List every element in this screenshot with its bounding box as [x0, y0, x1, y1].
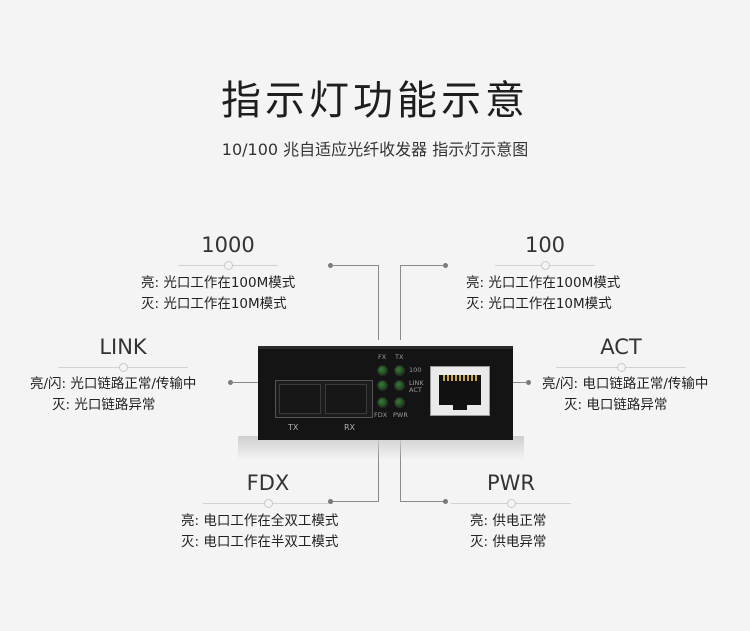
desc-act-off: 灭: 电口链路异常	[564, 397, 668, 413]
led-pwr-label: PWR	[393, 411, 408, 419]
callout-1000-dot	[328, 263, 333, 268]
desc-link-on: 亮/闪: 光口链路正常/传输中	[30, 376, 197, 392]
callout-fdx-h	[331, 501, 379, 502]
rj45-ethernet-port	[430, 366, 490, 416]
label-link-divider	[58, 363, 188, 373]
led-1000	[377, 365, 388, 376]
page-subtitle: 10/100 兆自适应光纤收发器 指示灯示意图	[221, 140, 529, 159]
callout-link-dot	[228, 380, 233, 385]
label-1000: 1000	[201, 233, 255, 257]
desc-act-on: 亮/闪: 电口链路正常/传输中	[542, 376, 709, 392]
callout-pwr-dot	[443, 499, 448, 504]
led-tx-label: TX	[395, 353, 404, 361]
label-100-divider	[495, 261, 595, 271]
led-act-label: ACT	[409, 386, 422, 394]
callout-1000-h	[331, 265, 379, 266]
page-title: 指示灯功能示意	[221, 78, 529, 124]
sfp-rx-label: RX	[344, 423, 356, 432]
led-fdx	[377, 397, 388, 408]
callout-fdx-v	[378, 426, 379, 502]
fiber-sfp-port	[275, 380, 373, 418]
label-1000-divider	[178, 261, 278, 271]
fiber-tx-slot	[279, 384, 321, 414]
desc-fdx-on: 亮: 电口工作在全双工模式	[181, 513, 339, 529]
desc-1000-on: 亮: 光口工作在100M模式	[141, 275, 296, 291]
label-act-divider	[556, 363, 686, 373]
label-fdx: FDX	[246, 471, 290, 495]
led-link-label: LINK	[409, 379, 424, 387]
label-pwr: PWR	[486, 471, 536, 495]
callout-pwr-h	[400, 501, 445, 502]
desc-100-off: 灭: 光口工作在10M模式	[466, 296, 612, 312]
callout-act-dot	[526, 380, 531, 385]
desc-fdx-off: 灭: 电口工作在半双工模式	[181, 534, 339, 550]
media-converter-front-panel: TX RX FX TX 100 LINK ACT FDX PWR	[258, 346, 513, 440]
device-shadow	[238, 436, 524, 460]
callout-100-v	[400, 265, 401, 340]
led-pwr	[394, 397, 405, 408]
callout-fdx-dot	[328, 499, 333, 504]
label-act: ACT	[600, 335, 642, 359]
callout-pwr-v	[400, 426, 401, 502]
led-fx-label: FX	[378, 353, 387, 361]
desc-pwr-on: 亮: 供电正常	[470, 513, 547, 529]
led-act	[394, 380, 405, 391]
label-pwr-divider	[451, 499, 571, 509]
label-fdx-divider	[203, 499, 333, 509]
label-100: 100	[524, 233, 566, 257]
led-link	[377, 380, 388, 391]
desc-100-on: 亮: 光口工作在100M模式	[466, 275, 621, 291]
rj45-latch-notch	[453, 405, 467, 410]
desc-pwr-off: 灭: 供电异常	[470, 534, 547, 550]
led-fdx-label: FDX	[374, 411, 388, 419]
desc-link-off: 灭: 光口链路异常	[52, 397, 156, 413]
led-100-label: 100	[409, 366, 422, 374]
rj45-pins	[443, 375, 477, 381]
callout-100-h	[400, 265, 445, 266]
sfp-tx-label: TX	[288, 423, 299, 432]
desc-1000-off: 灭: 光口工作在10M模式	[141, 296, 287, 312]
callout-1000-v	[378, 265, 379, 340]
callout-100-dot	[443, 263, 448, 268]
led-100	[394, 365, 405, 376]
label-link: LINK	[99, 335, 147, 359]
fiber-rx-slot	[325, 384, 367, 414]
